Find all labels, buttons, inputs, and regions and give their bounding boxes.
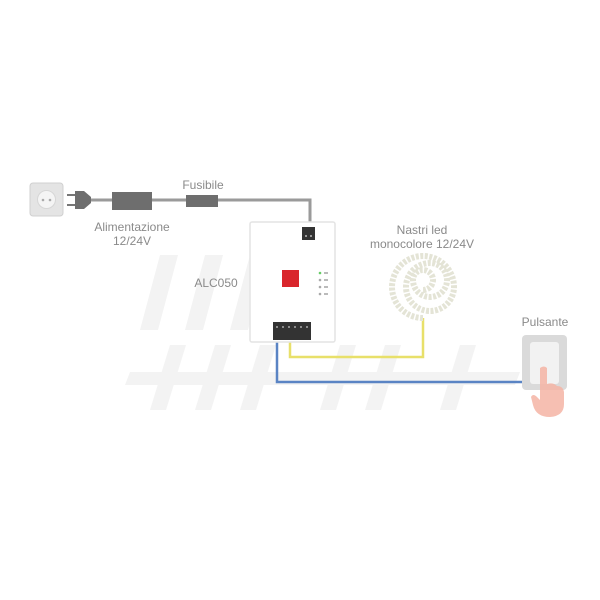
plug-icon (67, 191, 91, 209)
led-wire (288, 318, 425, 359)
controller-label: ALC050 (194, 276, 238, 290)
led-strip-label: Nastri led (397, 223, 448, 237)
power-wire (90, 198, 312, 224)
power-supply-icon (112, 192, 152, 210)
fuse-label: Fusibile (182, 178, 224, 192)
led-strip-spiral-icon (389, 253, 458, 321)
watermark-logo (125, 255, 520, 410)
wall-socket-icon (29, 182, 64, 217)
fuse-icon (186, 195, 218, 207)
power-terminal (302, 227, 315, 240)
controller-alc050 (249, 221, 336, 343)
power-supply-label: Alimentazione (94, 220, 170, 234)
output-terminal (273, 322, 311, 340)
power-supply-voltage-label: 12/24V (113, 234, 151, 248)
push-button-icon (522, 335, 567, 390)
button-label: Pulsante (522, 315, 569, 329)
led-strip-voltage-label: monocolore 12/24V (370, 237, 474, 251)
button-wire (275, 340, 525, 384)
status-leds (318, 271, 328, 296)
hand-icon (531, 366, 564, 417)
brand-logo (282, 270, 299, 287)
